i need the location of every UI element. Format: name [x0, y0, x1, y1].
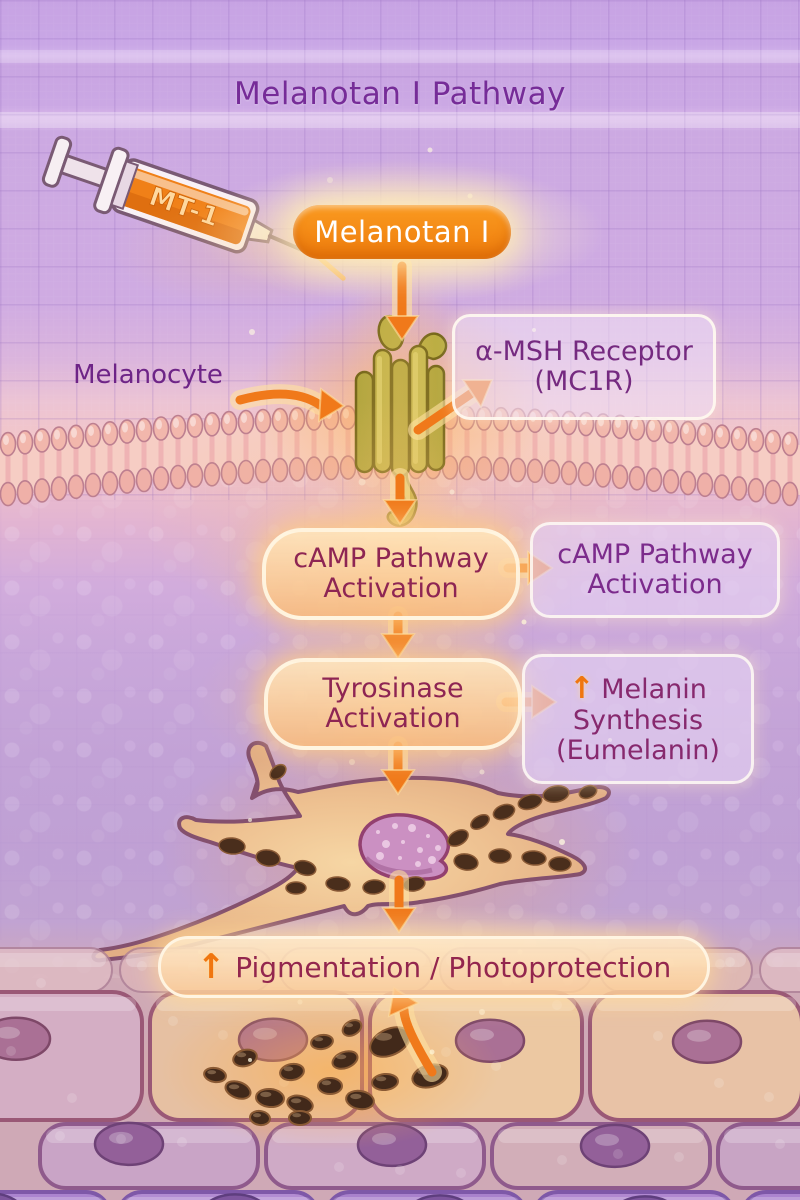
- mc1r-label: α-MSH Receptor (MC1R): [475, 335, 693, 397]
- mc1r-receptor-label-box: α-MSH Receptor (MC1R): [452, 314, 716, 420]
- melanin-synthesis-box: ↑Melanin Synthesis (Eumelanin): [522, 654, 754, 784]
- melanocyte-label: Melanocyte: [73, 360, 223, 390]
- camp-secondary-label: cAMP Pathway Activation: [557, 538, 753, 600]
- camp-pathway-box: cAMP Pathway Activation: [262, 528, 520, 620]
- up-arrow-icon: ↑: [196, 947, 226, 987]
- camp-label: cAMP Pathway Activation: [293, 542, 489, 604]
- melanotan-i-pill: Melanotan I: [293, 205, 511, 259]
- light-band: [0, 50, 800, 63]
- nucleus-speckles: [376, 823, 441, 867]
- up-arrow-icon: ↑: [569, 670, 595, 706]
- tyrosinase-label: Tyrosinase Activation: [322, 672, 464, 734]
- melanocyte-cell-icon: [91, 725, 640, 975]
- camp-pathway-secondary-box: cAMP Pathway Activation: [530, 522, 780, 618]
- tyrosinase-box: Tyrosinase Activation: [264, 658, 522, 750]
- melanin-granules-icon: [160, 990, 500, 1150]
- melanocyte-body: [91, 740, 611, 963]
- melanin-label: Melanin Synthesis (Eumelanin): [556, 673, 720, 766]
- pigmentation-label: Pigmentation / Photoprotection: [235, 950, 672, 984]
- pigmentation-box: ↑ Pigmentation / Photoprotection: [158, 936, 710, 998]
- light-band: [0, 112, 800, 128]
- melanosomes: [218, 763, 598, 895]
- page-title: Melanotan I Pathway: [234, 76, 566, 112]
- drug-label: Melanotan I: [314, 215, 490, 249]
